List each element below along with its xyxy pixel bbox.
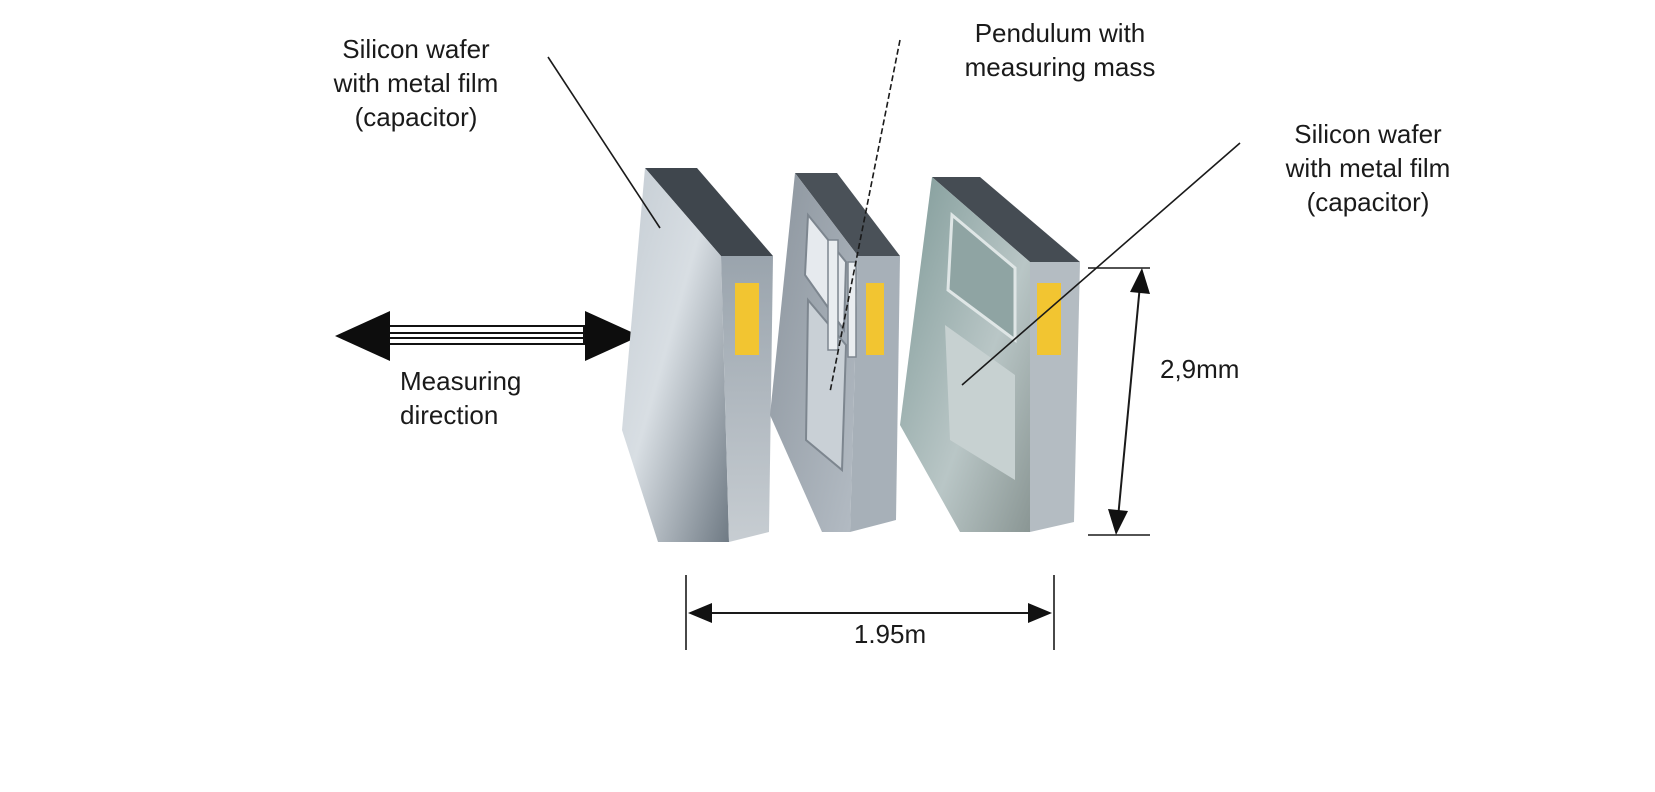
leader-line-right-wafer (961, 142, 1241, 386)
width-dimension-label: 1.95m (853, 619, 927, 649)
right-silicon-wafer (900, 177, 1080, 532)
left-wafer-label-line-1: Silicon wafer (342, 34, 490, 64)
height-dimension (1088, 267, 1150, 536)
right-contact-pad (1037, 283, 1061, 355)
right-wafer-label-line-1: Silicon wafer (1294, 119, 1442, 149)
left-silicon-wafer (622, 168, 773, 542)
measuring-direction-arrow (335, 311, 640, 361)
left-wafer-label-line-2: with metal film (333, 68, 499, 98)
pendulum-label: Pendulum with measuring mass (935, 16, 1185, 84)
leader-line-pendulum (829, 39, 901, 393)
left-wafer-label: Silicon wafer with metal film (capacitor… (296, 32, 536, 134)
left-wafer-label-line-3: (capacitor) (354, 102, 478, 132)
pendulum-label-line-2: measuring mass (964, 52, 1156, 82)
pendulum-label-line-1: Pendulum with (974, 18, 1146, 48)
measuring-direction-label: Measuring direction (400, 364, 550, 432)
left-contact-pad (735, 283, 759, 355)
right-wafer-label: Silicon wafer with metal film (capacitor… (1248, 117, 1488, 219)
width-dimension (685, 575, 1055, 650)
measuring-direction-line-2: direction (400, 400, 499, 430)
pendulum-frame (770, 173, 900, 532)
right-wafer-label-line-2: with metal film (1285, 153, 1451, 183)
pendulum-contact-pad (866, 283, 884, 355)
right-wafer-label-line-3: (capacitor) (1306, 187, 1430, 217)
measuring-direction-line-1: Measuring (400, 366, 522, 396)
leader-line-left-wafer (547, 56, 661, 229)
height-dimension-label: 2,9mm (1160, 354, 1240, 384)
